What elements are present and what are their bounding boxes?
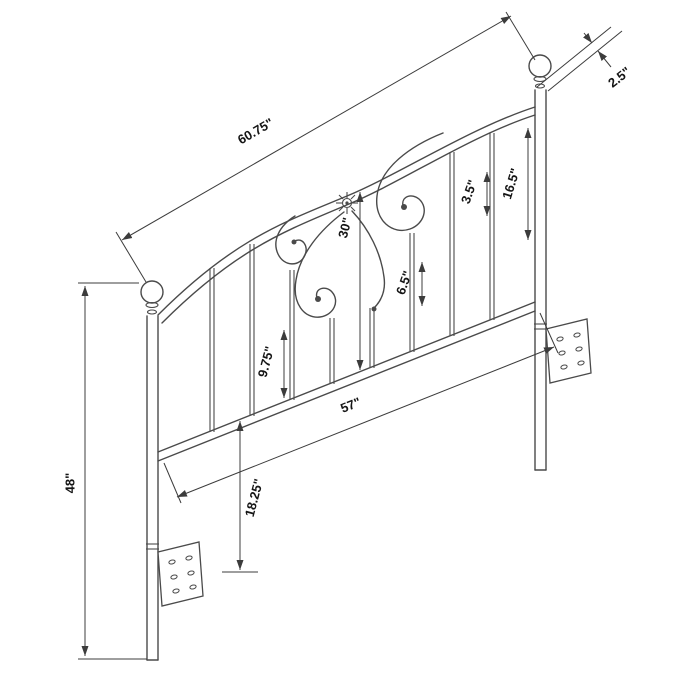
- dim-label-center-height: 30": [335, 216, 355, 240]
- dim-mid-spindle-gap: 6.5": [393, 262, 426, 306]
- rosette-center: [345, 201, 349, 205]
- dim-label-top-spindle-gap: 3.5": [458, 178, 480, 206]
- extension-line: [505, 11, 536, 61]
- plate-hole: [556, 336, 564, 342]
- dim-center-height: 30": [335, 192, 364, 370]
- dim-bottom-section-height: 18.25": [222, 421, 267, 573]
- dimension-arrow: [597, 50, 612, 68]
- right-finial-neck-ring: [533, 75, 547, 83]
- left-mounting-plate: [157, 541, 204, 607]
- plate-hole: [577, 360, 585, 366]
- plate-hole: [558, 350, 566, 356]
- plate-hole: [185, 555, 193, 561]
- scroll-end-knob: [401, 204, 407, 210]
- left-finial-ball: [140, 280, 164, 304]
- left-finial-neck-ring: [145, 301, 159, 309]
- dim-label-right-section-height: 16.5": [499, 166, 523, 200]
- extension-line: [163, 462, 182, 504]
- extension-line: [536, 26, 612, 88]
- dim-label-overall-width: 60.75": [235, 115, 276, 147]
- plate-hole: [575, 346, 583, 352]
- headboard-drawing: [140, 54, 592, 661]
- spindles: [209, 133, 495, 432]
- dim-label-bottom-section-height: 18.25": [242, 477, 267, 518]
- plate-hole: [170, 574, 178, 580]
- left-plate-outline: [157, 541, 204, 607]
- dim-label-post-diameter: 2.5": [605, 64, 633, 91]
- dim-overall-height: 48": [62, 282, 147, 660]
- extension-line: [539, 312, 559, 354]
- left-post: [140, 280, 164, 661]
- dimension-arrow: [583, 32, 593, 44]
- dim-inner-width: 57": [163, 312, 559, 504]
- plate-hole: [168, 559, 176, 565]
- plate-hole: [172, 588, 180, 594]
- right-post: [528, 54, 552, 471]
- dim-top-spindle-gap: 3.5": [458, 172, 491, 216]
- rosette-petal: [350, 194, 356, 200]
- dim-label-spindle-height: 9.75": [255, 345, 278, 379]
- dim-overall-width: 60.75": [115, 11, 536, 283]
- extension-line: [547, 30, 623, 92]
- plate-hole: [560, 364, 568, 370]
- center-rosette: [336, 192, 358, 214]
- lower-right-scroll-curve: [351, 210, 386, 309]
- right-mounting-plate: [545, 318, 592, 384]
- right-finial-ball: [528, 54, 552, 78]
- dim-right-section-height: 16.5": [499, 128, 532, 240]
- dim-label-overall-height: 48": [62, 473, 77, 494]
- dim-label-mid-spindle-gap: 6.5": [393, 269, 415, 297]
- dim-spindle-height: 9.75": [255, 330, 288, 398]
- plate-hole: [573, 332, 581, 338]
- left-scroll-curl: [275, 215, 307, 265]
- extension-line: [115, 231, 147, 283]
- rosette-petal: [350, 206, 356, 212]
- dimension-line: [121, 15, 512, 241]
- dim-label-inner-width: 57": [338, 394, 363, 416]
- lower-scroll-curl: [294, 211, 345, 318]
- scroll-end-knob: [315, 296, 321, 302]
- dim-post-diameter: 2.5": [536, 26, 634, 92]
- right-scroll-curl: [376, 132, 444, 231]
- plate-hole: [187, 570, 195, 576]
- left-finial-neck-ring: [146, 309, 158, 315]
- plate-hole: [189, 584, 197, 590]
- right-plate-outline: [545, 318, 592, 384]
- scroll-end-knob: [291, 239, 297, 245]
